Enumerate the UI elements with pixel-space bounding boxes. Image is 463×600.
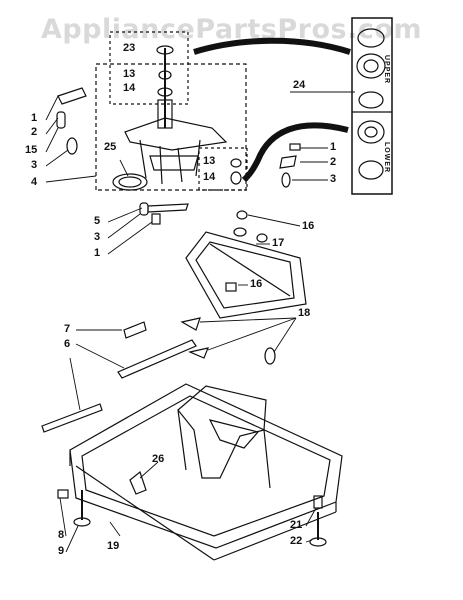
callout-17: 17 [272,237,285,249]
upper-assembly-box [95,63,247,191]
callout-24: 24 [293,79,306,91]
callout-1-right: 1 [330,141,337,153]
inset-upper-label: UPPER [383,55,390,85]
brace-17 [185,231,307,319]
spring-kit-box [109,31,189,105]
callout-3-left-upper: 3 [31,159,38,171]
bearing-inset [351,17,393,195]
callout-1-left-upper: 1 [31,112,38,124]
callout-22: 22 [290,535,303,547]
callout-15: 15 [25,144,38,156]
callout-14-upper: 14 [123,82,136,94]
arrow-lower [241,122,349,183]
clip-18a [180,317,201,331]
grommet-16a [236,210,248,220]
bracket-left-upper [57,87,87,105]
callout-13-upper: 13 [123,68,136,80]
clip-16 [225,282,237,292]
bolt-r1 [289,143,301,151]
tab-26 [129,470,147,495]
gearcase-assembly [112,45,228,191]
callout-23: 23 [123,42,136,54]
callout-14-right: 14 [203,171,216,183]
pin-r3 [281,172,291,188]
callout-26: 26 [152,453,165,465]
arrow-upper [193,37,351,55]
base-frame-19 [69,383,343,561]
callout-2-left-upper: 2 [31,126,38,138]
grommet-16c [256,233,268,243]
callout-16-upper: 16 [302,220,315,232]
callout-6: 6 [64,338,71,350]
callout-13-right: 13 [203,155,216,167]
clip-r2 [279,155,297,169]
callout-19: 19 [107,540,120,552]
callout-3-left-lower: 3 [94,231,101,243]
rail-6-upper [117,339,197,379]
callout-8: 8 [58,529,65,541]
callout-18: 18 [298,307,311,319]
clip-3-lower [139,202,149,216]
foot-9-pad [73,517,91,527]
spring-7 [123,321,147,339]
callout-4: 4 [31,176,38,188]
rail-6-lower [41,403,103,433]
foot-22-pad [309,537,327,547]
inset-lower-label: LOWER [383,142,390,174]
clip-18c [264,347,276,365]
callout-9: 9 [58,545,65,557]
pad-21 [313,495,323,509]
pin-3-upper [66,137,78,155]
callout-2-right: 2 [330,156,337,168]
callout-3-right: 3 [330,173,337,185]
clip-18b [188,347,209,359]
callout-7: 7 [64,323,71,335]
bolt-1-lower [151,213,161,225]
callout-16-lower: 16 [250,278,263,290]
grommet-16b [233,227,247,237]
pad-8 [57,489,69,499]
callout-25: 25 [104,141,117,153]
callout-21: 21 [290,519,303,531]
spring-15 [56,111,66,129]
callout-1-left-lower: 1 [94,247,101,259]
leader-lines [45,91,355,553]
callout-5: 5 [94,215,101,227]
right-kit-box [198,147,248,191]
bracket-5 [147,203,189,213]
